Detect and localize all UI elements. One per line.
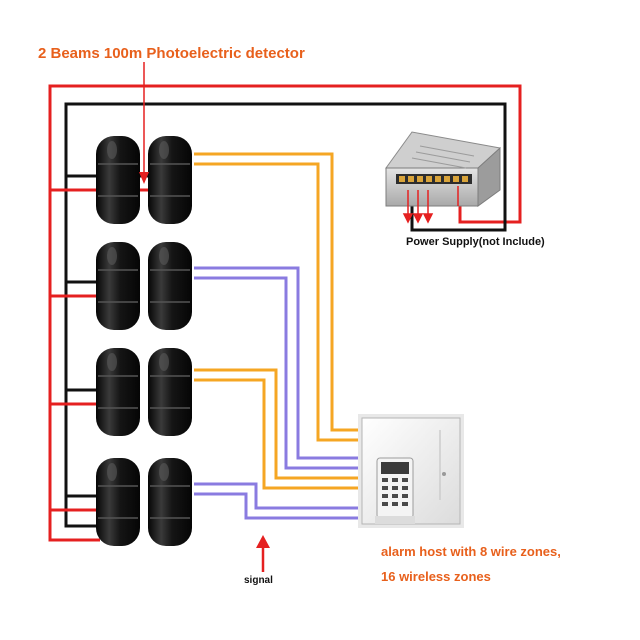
signal-wire-pair1-a	[194, 152, 362, 432]
detector-pair-4	[96, 458, 192, 546]
detector-receiver-1	[148, 136, 192, 224]
signal-label: signal	[244, 575, 273, 586]
signal-wire-pair4-b	[194, 492, 362, 520]
alarm-host-label-line1: alarm host with 8 wire zones,	[381, 544, 561, 559]
signal-wires	[194, 152, 362, 520]
signal-wire-pair2-a	[194, 266, 362, 460]
detector-pair-2	[96, 242, 192, 330]
negative-bus-wire	[64, 102, 507, 528]
alarm-host-label-line2: 16 wireless zones	[381, 569, 491, 584]
signal-wire-pair3-a	[194, 368, 362, 480]
power-supply-label: Power Supply(not Include)	[406, 236, 545, 248]
detector-pair-3	[96, 348, 192, 436]
title-arrow	[139, 62, 149, 184]
signal-wire-pair3-b	[194, 378, 362, 490]
detector-pair-1	[96, 136, 192, 224]
detector-receiver-4	[148, 458, 192, 546]
detector-transmitter-1	[96, 136, 140, 224]
signal-wire-pair4-a	[194, 482, 362, 510]
positive-bus-wire	[48, 84, 522, 542]
detector-units	[96, 136, 192, 546]
power-supply-unit	[385, 131, 501, 207]
detector-transmitter-4	[96, 458, 140, 546]
detector-transmitter-2	[96, 242, 140, 330]
alarm-host-panel	[358, 414, 464, 528]
detector-receiver-2	[148, 242, 192, 330]
alarm-host-keypad	[375, 457, 415, 524]
detector-transmitter-3	[96, 348, 140, 436]
signal-arrow	[256, 535, 270, 572]
signal-wire-pair2-b	[194, 276, 362, 470]
power-supply-arrows	[402, 186, 459, 224]
detector-receiver-3	[148, 348, 192, 436]
signal-wire-pair1-b	[194, 162, 362, 442]
diagram-title: 2 Beams 100m Photoelectric detector	[38, 45, 305, 62]
